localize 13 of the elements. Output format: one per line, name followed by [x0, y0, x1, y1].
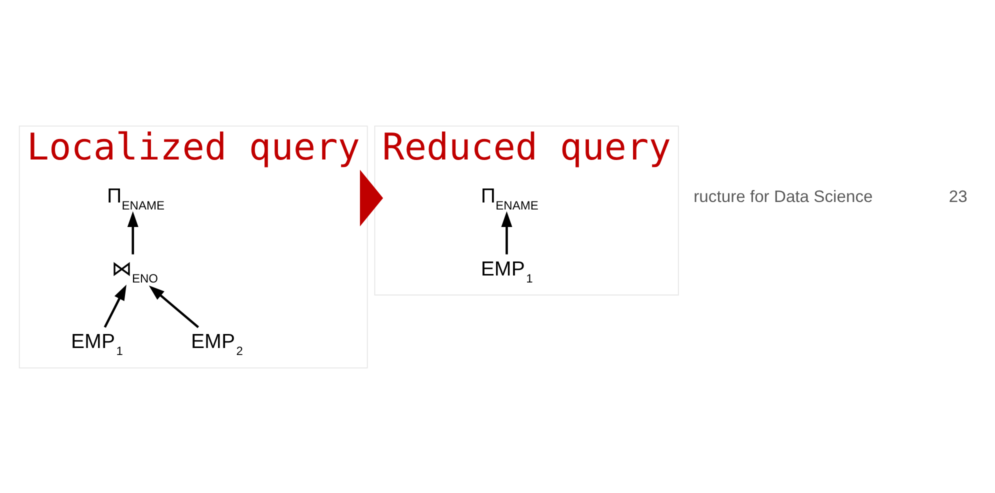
node-text: EMP$_{1}$ [71, 330, 123, 358]
node-text: ⋈$_{ENO}$ [112, 258, 158, 285]
arrow [104, 284, 126, 328]
node-text: Π$_{ENAME}$ [480, 184, 538, 212]
arrow [148, 284, 200, 328]
node-text: EMP$_{2}$ [191, 330, 243, 358]
node-text: EMP$_{1}$ [480, 258, 533, 285]
label: ructure for Data Science [694, 186, 873, 206]
arrow [501, 210, 512, 254]
arrow [127, 210, 138, 254]
node-text: Π$_{ENAME}$ [107, 184, 164, 212]
label: 23 [948, 186, 968, 206]
arrow [360, 169, 384, 226]
